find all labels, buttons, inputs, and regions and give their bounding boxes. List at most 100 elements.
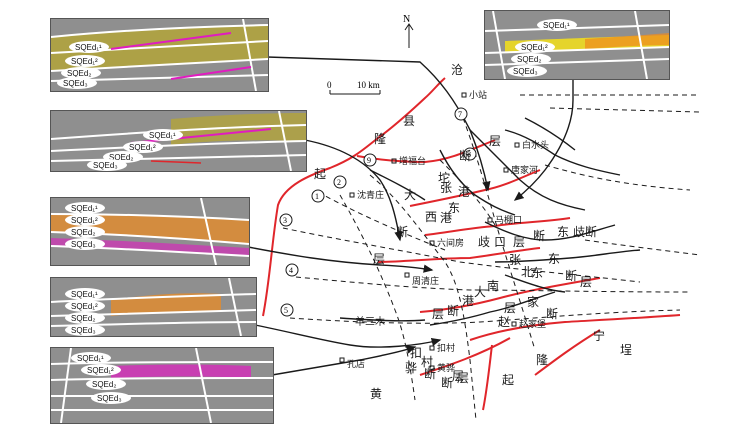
line-marker-8: 8 — [463, 147, 477, 161]
svg-text:起: 起 — [502, 373, 514, 387]
svg-text:扣: 扣 — [410, 346, 422, 360]
svg-text:SQEd₂: SQEd₂ — [109, 153, 133, 162]
structure-labels: 沧 县 隆 起 断 层 坨 张 港 大 西 断 层 东 港 歧 口 层 断 东 … — [314, 62, 632, 401]
svg-text:断: 断 — [459, 148, 471, 163]
svg-text:大: 大 — [474, 285, 486, 299]
fault-black-3 — [469, 129, 586, 211]
connector-3 — [247, 246, 434, 273]
line-marker-9: 9 — [363, 153, 377, 167]
svg-text:东: 东 — [548, 252, 560, 266]
seismic-panel-2: SQEd₁¹ SQEd₁² SQEd₂ SQEd₃ — [50, 110, 307, 172]
svg-text:断: 断 — [533, 228, 545, 243]
svg-text:西: 西 — [425, 210, 437, 224]
well-xiaozhan: 小站 — [461, 89, 487, 100]
north-label: N — [403, 14, 410, 25]
fault-black-7 — [494, 249, 641, 263]
svg-text:层: 层 — [432, 307, 444, 321]
svg-text:沈青庄: 沈青庄 — [357, 189, 384, 200]
svg-text:黄骅: 黄骅 — [437, 362, 455, 373]
svg-text:9: 9 — [367, 156, 371, 165]
svg-text:坨: 坨 — [438, 170, 450, 185]
fault-red-south4 — [482, 344, 493, 411]
well-tangjiahe: 唐家河 — [503, 164, 538, 175]
svg-text:扣村: 扣村 — [437, 342, 455, 353]
svg-text:SQEd₁²: SQEd₁² — [71, 216, 98, 225]
svg-text:SQEd₁²: SQEd₁² — [71, 57, 98, 66]
red-faults — [262, 77, 681, 411]
svg-text:SQEd₂: SQEd₂ — [517, 55, 541, 64]
svg-text:沧: 沧 — [451, 62, 463, 77]
svg-text:增福台: 增福台 — [399, 155, 426, 166]
svg-text:村: 村 — [421, 355, 433, 369]
svg-text:六间房: 六间房 — [437, 237, 464, 248]
svg-text:南: 南 — [487, 278, 499, 293]
svg-text:孔店: 孔店 — [347, 358, 365, 369]
svg-text:马棚口: 马棚口 — [495, 214, 522, 225]
connector-4 — [254, 324, 442, 348]
seismic-panel-3: SQEd₁¹ SQEd₁² SQEd₂ SQEd₃ — [50, 197, 250, 266]
fault-red-cangxian — [262, 77, 446, 317]
svg-text:SQEd₂: SQEd₂ — [71, 314, 95, 323]
svg-text:口: 口 — [494, 235, 506, 249]
svg-text:县: 县 — [403, 114, 415, 128]
svg-text:小站: 小站 — [469, 89, 487, 100]
svg-text:4: 4 — [289, 266, 293, 275]
connector-2 — [304, 139, 403, 242]
well-zengfutai: 增福台 — [391, 155, 426, 166]
connector-6 — [513, 80, 574, 201]
fault-black-6 — [484, 221, 616, 241]
svg-text:羊三木: 羊三木 — [355, 315, 385, 328]
north-arrow: N — [403, 14, 414, 48]
svg-text:断: 断 — [441, 375, 453, 390]
line-number-markers: 1 2 3 4 5 7 8 9 — [279, 107, 477, 317]
svg-text:东: 东 — [531, 266, 543, 280]
svg-text:5: 5 — [284, 306, 288, 315]
svg-text:大: 大 — [404, 188, 416, 202]
svg-text:SQEd₁¹: SQEd₁¹ — [71, 204, 98, 213]
seismic-panel-4: SQEd₁¹ SQEd₁² SQEd₂ SQEd₃ — [50, 277, 257, 337]
svg-text:SQEd₁¹: SQEd₁¹ — [75, 43, 102, 52]
line-marker-7: 7 — [454, 107, 468, 121]
well-wanghua: 黄骅 — [429, 362, 455, 373]
svg-text:赵家堡: 赵家堡 — [519, 318, 546, 329]
svg-text:白水头: 白水头 — [522, 139, 549, 150]
wells: 小站 增福台 白水头 唐家河 沈青庄 马棚口 六间房 周清庄 赵家堡 孔店 扣村… — [339, 89, 549, 373]
svg-text:SQEd₃: SQEd₃ — [97, 394, 122, 403]
fault-red-south5 — [534, 329, 601, 376]
svg-text:东: 东 — [557, 225, 569, 239]
svg-text:起: 起 — [314, 167, 326, 181]
seismic-panel-5: SQEd₁¹ SQEd₁² SQEd₂ SQEd₃ — [50, 347, 274, 424]
svg-text:家: 家 — [527, 294, 539, 309]
fault-black-10 — [339, 317, 426, 322]
svg-text:断: 断 — [424, 366, 436, 381]
svg-text:张: 张 — [509, 253, 521, 267]
fault-red-south3 — [469, 314, 681, 341]
svg-text:断: 断 — [447, 303, 459, 318]
svg-text:SQEd₃: SQEd₃ — [71, 240, 96, 249]
scale-zero: 0 — [327, 80, 332, 90]
svg-text:SQEd₃: SQEd₃ — [93, 161, 118, 170]
well-kongdian: 孔店 — [339, 357, 365, 369]
fault-black-5 — [524, 117, 576, 151]
panel-connectors — [247, 56, 574, 376]
svg-text:张: 张 — [440, 181, 452, 195]
well-liujianfang: 六间房 — [429, 237, 464, 248]
svg-text:SQEd₁²: SQEd₁² — [87, 366, 114, 375]
seismic-panel-6: SQEd₁¹ SQEd₁² SQEd₂ SQEd₃ — [484, 10, 670, 80]
svg-text:SQEd₁¹: SQEd₁¹ — [71, 290, 98, 299]
svg-text:SQEd₁²: SQEd₁² — [129, 143, 156, 152]
svg-text:周清庄: 周清庄 — [412, 275, 439, 286]
svg-text:SQEd₃: SQEd₃ — [513, 67, 538, 76]
svg-text:层: 层 — [513, 235, 525, 249]
svg-text:层: 层 — [373, 252, 385, 266]
svg-text:SQEd₃: SQEd₃ — [63, 79, 88, 88]
svg-text:层: 层 — [452, 369, 464, 383]
svg-text:隆: 隆 — [536, 352, 548, 367]
line-marker-2: 2 — [333, 175, 347, 189]
line-marker-4: 4 — [285, 263, 299, 277]
well-shenqingzhuang: 沈青庄 — [349, 189, 384, 200]
svg-text:骅: 骅 — [405, 361, 417, 375]
svg-text:断: 断 — [585, 224, 597, 239]
